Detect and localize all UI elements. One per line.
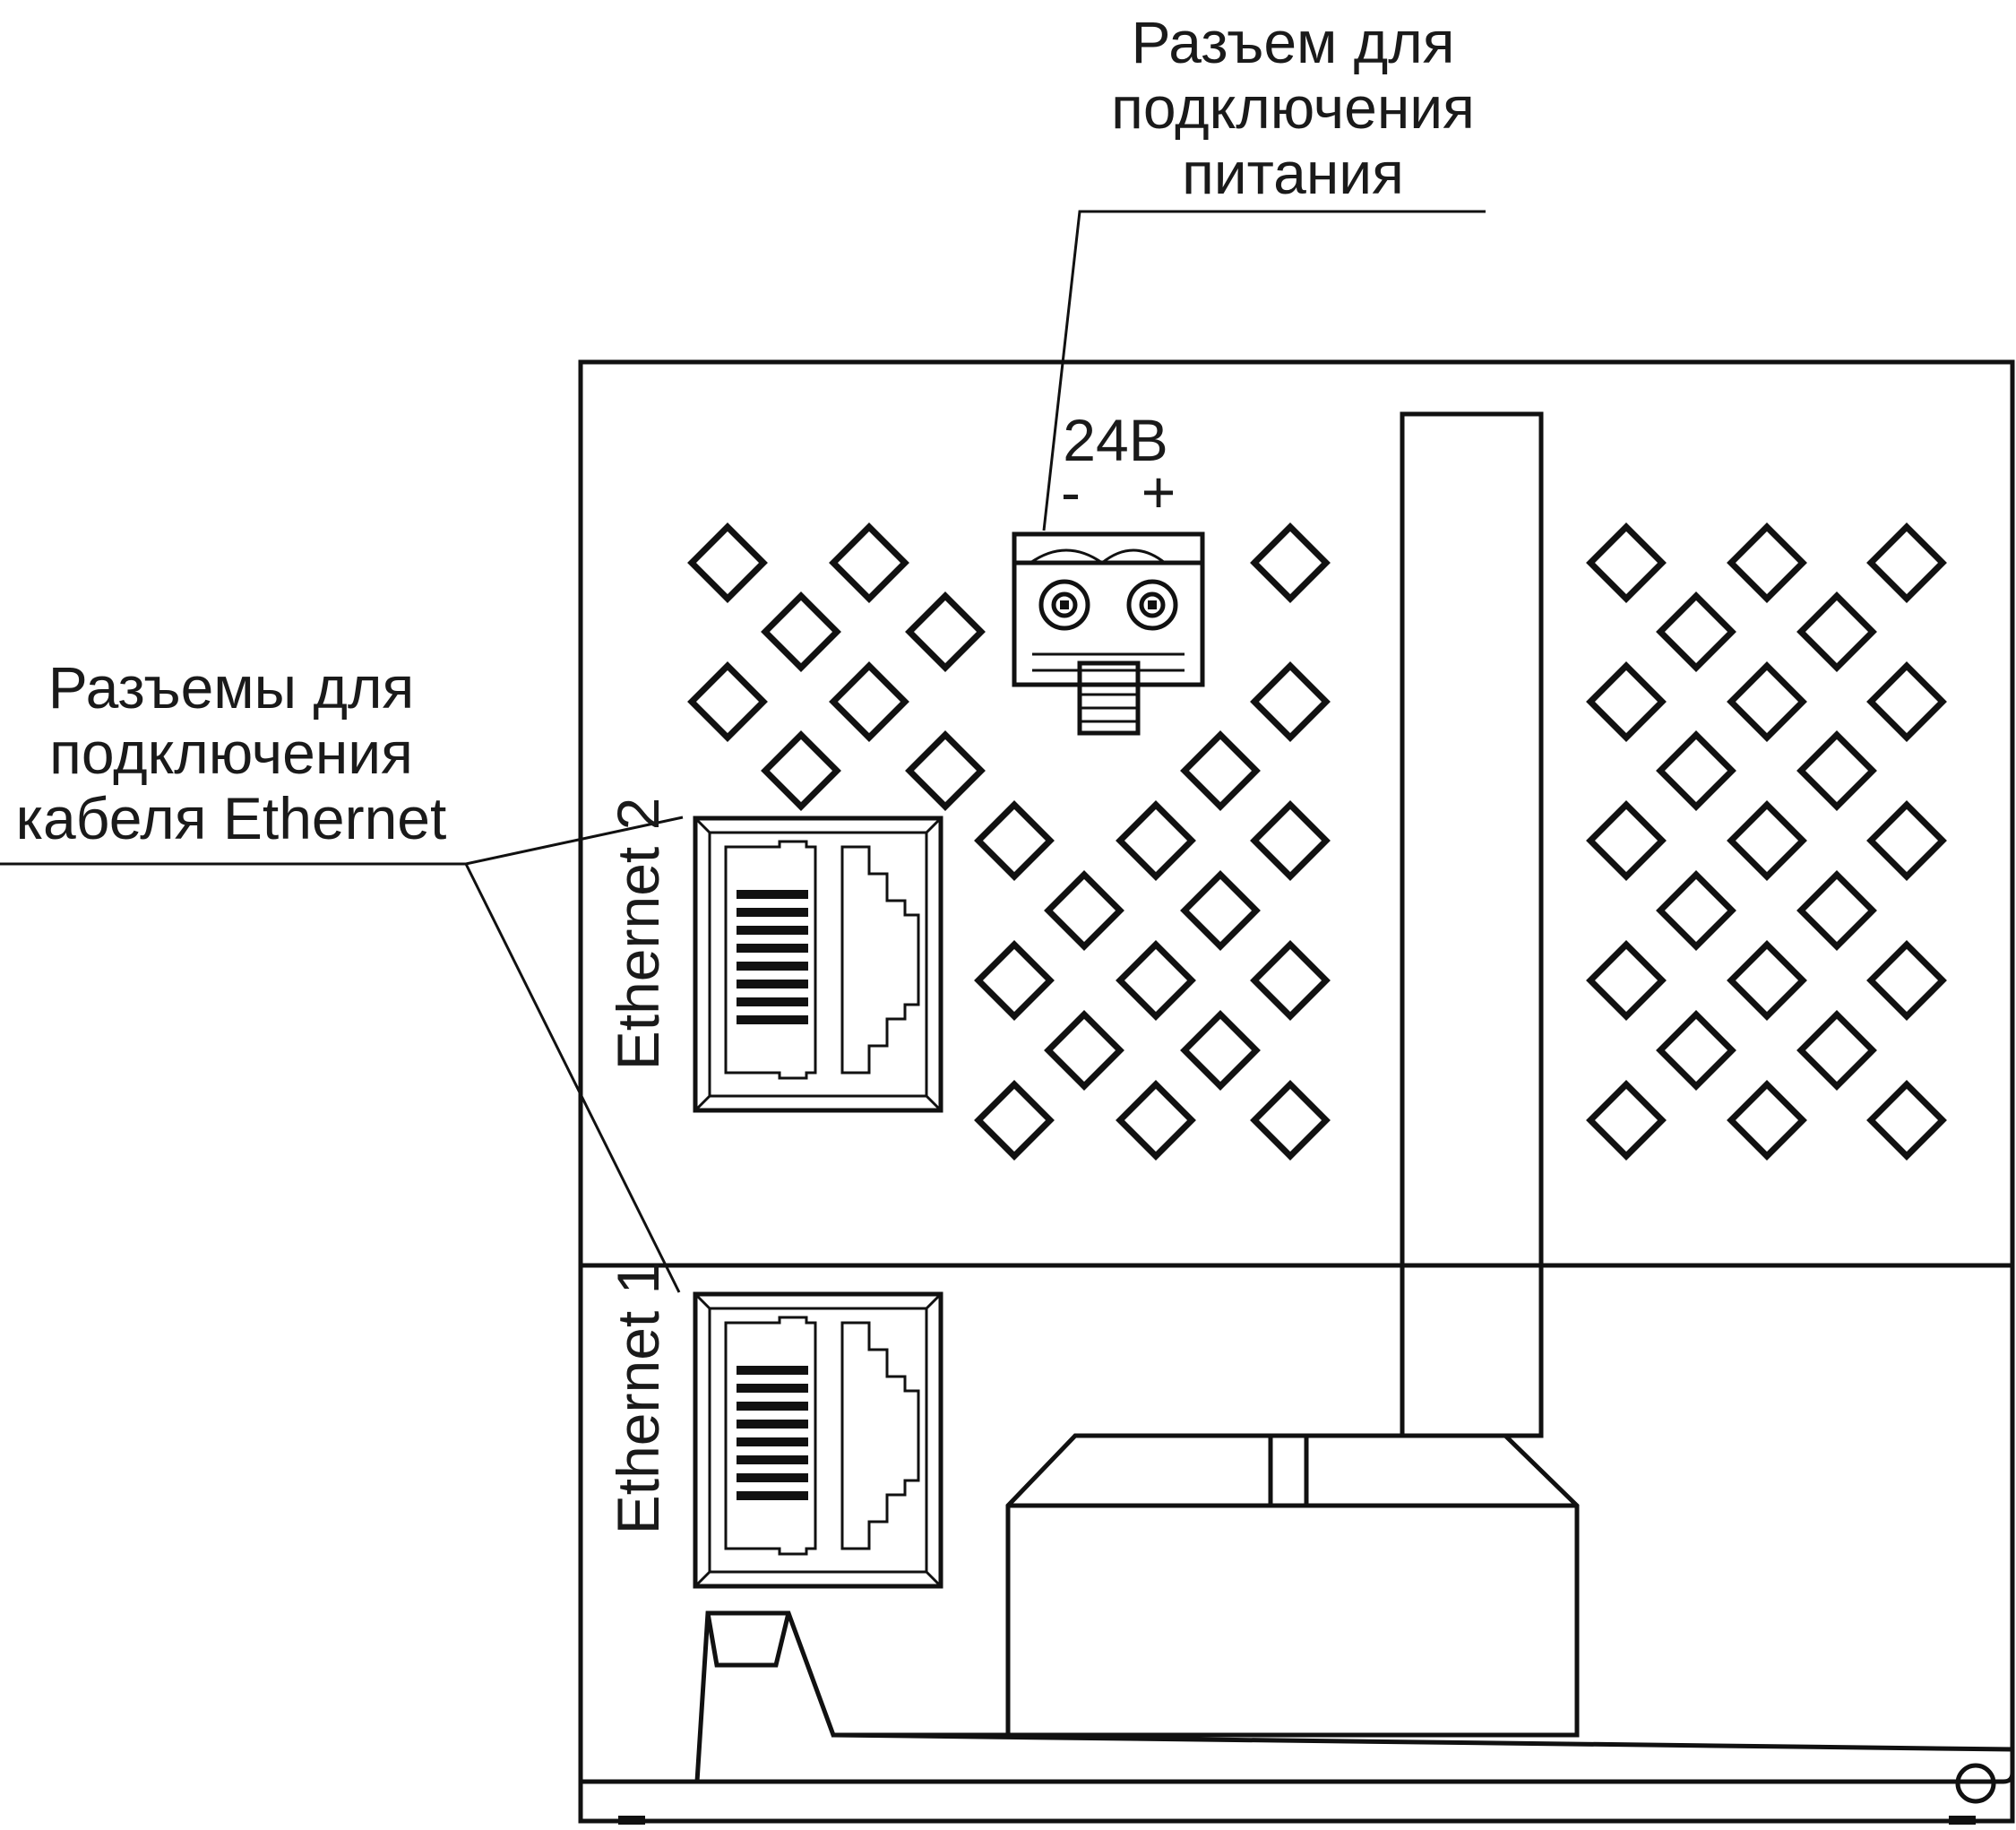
power-callout-line-1: Разъем для — [1131, 9, 1454, 75]
vent-slot — [687, 522, 768, 603]
vent-slot — [1866, 1080, 1947, 1161]
vent-slot — [1656, 870, 1736, 951]
vent-slot — [974, 1080, 1055, 1161]
vent-slot — [1250, 522, 1331, 603]
vent-slot — [761, 730, 841, 811]
power-callout-line-2: подключения — [1111, 74, 1475, 141]
vent-slot — [1044, 870, 1124, 951]
vent-slot — [1586, 661, 1667, 742]
vent-slot — [1796, 591, 1877, 672]
vent-slot — [1586, 940, 1667, 1021]
ethernet-1-jack — [724, 1316, 920, 1556]
vent-slot — [1866, 522, 1947, 603]
vent-slot — [1586, 1080, 1667, 1161]
ethernet-callout-line-3: кабеля Ethernet — [16, 785, 447, 851]
vent-slot — [829, 522, 909, 603]
vent-slot — [974, 940, 1055, 1021]
ethernet-2-label: Ethernet 2 — [605, 798, 671, 1071]
ethernet-port-2[interactable]: Ethernet 2 — [605, 798, 943, 1113]
power-terminal-minus — [1038, 579, 1090, 631]
power-terminal-plus — [1126, 579, 1178, 631]
vent-slot — [1796, 870, 1877, 951]
vent-slot — [1796, 1010, 1877, 1091]
ethernet-port-1[interactable]: Ethernet 1 — [605, 1262, 943, 1589]
vent-slot — [1727, 661, 1807, 742]
vent-slot — [1250, 940, 1331, 1021]
vent-slot — [1586, 800, 1667, 881]
vent-slot — [1116, 1080, 1196, 1161]
ventilation-grid — [687, 522, 1947, 1161]
power-callout: Разъем для подключения питания — [1042, 9, 1486, 531]
vent-slot — [1866, 940, 1947, 1021]
vent-slot — [761, 591, 841, 672]
ethernet-1-pins — [737, 1366, 808, 1500]
vent-slot — [1250, 1080, 1331, 1161]
ethernet-1-label: Ethernet 1 — [605, 1262, 671, 1535]
power-leader-line — [1042, 210, 1486, 531]
vent-slot — [1727, 940, 1807, 1021]
plus-label: + — [1142, 459, 1176, 525]
vent-slot — [1116, 940, 1196, 1021]
ethernet-leader-line-2 — [464, 863, 681, 1293]
vent-slot — [1250, 661, 1331, 742]
ethernet-2-jack — [724, 840, 920, 1080]
screw-hole — [1955, 1763, 1996, 1804]
minus-label: - — [1061, 459, 1081, 525]
vent-slot — [1656, 1010, 1736, 1091]
vent-slot — [1796, 730, 1877, 811]
ethernet-callout-line-1: Разъемы для — [48, 654, 414, 721]
vent-slot — [905, 591, 986, 672]
vent-slot — [1866, 800, 1947, 881]
ethernet-2-pins — [737, 890, 808, 1024]
vent-slot — [1727, 522, 1807, 603]
vent-slot — [1044, 1010, 1124, 1091]
ethernet-callout-line-2: подключения — [49, 720, 413, 786]
voltage-label: 24В — [1063, 407, 1167, 473]
vent-slot — [1180, 1010, 1261, 1091]
vent-slot — [1656, 591, 1736, 672]
vent-slot — [829, 661, 909, 742]
vent-slot — [1586, 522, 1667, 603]
vent-slot — [1727, 1080, 1807, 1161]
vent-slot — [1180, 870, 1261, 951]
vent-slot — [1656, 730, 1736, 811]
vent-slot — [687, 661, 768, 742]
vent-slot — [1116, 800, 1196, 881]
vent-slot — [1250, 800, 1331, 881]
vent-slot — [1866, 661, 1947, 742]
vent-slot — [905, 730, 986, 811]
power-callout-line-3: питания — [1182, 140, 1404, 206]
power-connector: 24В - + — [1012, 407, 1205, 736]
device-housing — [578, 359, 2015, 1825]
vent-slot — [974, 800, 1055, 881]
vent-slot — [1727, 800, 1807, 881]
vent-slot — [1180, 730, 1261, 811]
ethernet-callout: Разъемы для подключения кабеля Ethernet — [0, 654, 684, 1293]
